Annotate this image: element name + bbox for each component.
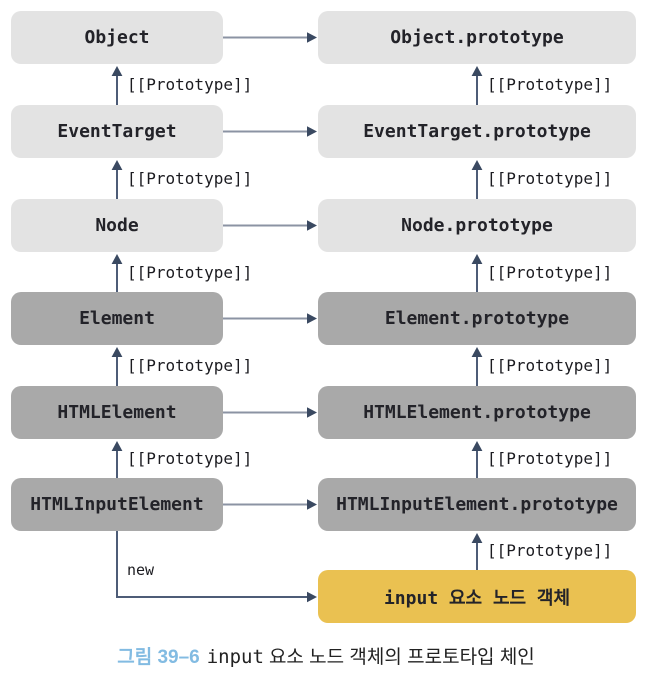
chain-arrow-element-prototype-to-node-prototype	[471, 254, 483, 292]
box-element-prototype: Element.prototype	[318, 292, 636, 345]
chain-arrow-htmlelement-to-element	[111, 347, 123, 386]
box-eventtarget: EventTarget	[11, 105, 223, 158]
new-keyword-label: new	[127, 561, 155, 579]
chain-arrow-eventtarget-to-object	[111, 66, 123, 105]
prototype-internal-slot-label: [[Prototype]]	[127, 449, 253, 468]
chain-arrow-htmlinputelement-to-htmlelement	[111, 441, 123, 478]
prototype-internal-slot-label: [[Prototype]]	[127, 356, 253, 375]
arrow-htmlinputelement-to-prototype	[223, 499, 317, 510]
chain-arrow-input-node-to-htmlinputelement-prototype	[471, 533, 483, 570]
box-node-prototype: Node.prototype	[318, 199, 636, 252]
prototype-internal-slot-label: [[Prototype]]	[487, 169, 613, 188]
prototype-internal-slot-label: [[Prototype]]	[487, 541, 613, 560]
chain-arrow-node-prototype-to-eventtarget-prototype	[471, 160, 483, 199]
chain-arrow-htmlinputelement-prototype-to-htmlelement-prototype	[471, 441, 483, 478]
prototype-internal-slot-label: [[Prototype]]	[127, 75, 253, 94]
box-object: Object	[11, 11, 223, 64]
box-htmlelement: HTMLElement	[11, 386, 223, 439]
prototype-internal-slot-label: [[Prototype]]	[487, 356, 613, 375]
arrow-eventtarget-to-prototype	[223, 126, 317, 137]
box-input-element-node-object: input 요소 노드 객체	[318, 570, 636, 623]
box-htmlinputelement-prototype: HTMLInputElement.prototype	[318, 478, 636, 531]
arrow-object-to-prototype	[223, 32, 317, 43]
arrow-htmlelement-to-prototype	[223, 407, 317, 418]
prototype-internal-slot-label: [[Prototype]]	[487, 75, 613, 94]
box-eventtarget-prototype: EventTarget.prototype	[318, 105, 636, 158]
chain-arrow-element-to-node	[111, 254, 123, 292]
prototype-internal-slot-label: [[Prototype]]	[127, 263, 253, 282]
chain-arrow-htmlelement-prototype-to-element-prototype	[471, 347, 483, 386]
figure-number-label: 그림 39–6	[117, 647, 200, 668]
box-element: Element	[11, 292, 223, 345]
caption-text: 요소 노드 객체의 프로토타입 체인	[268, 647, 535, 668]
chain-arrow-eventtarget-prototype-to-object-prototype	[471, 66, 483, 105]
prototype-internal-slot-label: [[Prototype]]	[487, 449, 613, 468]
box-node: Node	[11, 199, 223, 252]
chain-arrow-node-to-eventtarget	[111, 160, 123, 199]
box-object-prototype: Object.prototype	[318, 11, 636, 64]
arrow-element-to-prototype	[223, 313, 317, 324]
prototype-internal-slot-label: [[Prototype]]	[487, 263, 613, 282]
caption-code-text: input	[206, 646, 264, 668]
box-htmlelement-prototype: HTMLElement.prototype	[318, 386, 636, 439]
arrow-node-to-prototype	[223, 220, 317, 231]
prototype-internal-slot-label: [[Prototype]]	[127, 169, 253, 188]
box-htmlinputelement: HTMLInputElement	[11, 478, 223, 531]
